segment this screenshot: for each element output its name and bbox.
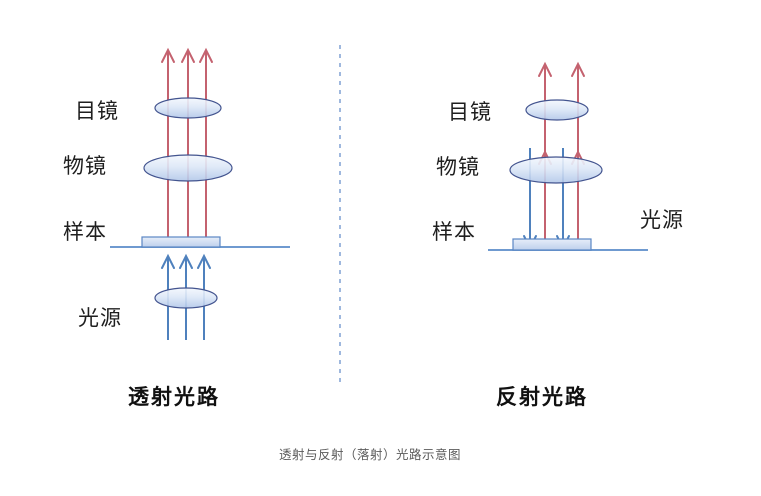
figure-caption: 透射与反射（落射）光路示意图 — [279, 448, 462, 462]
arrowhead-red-2 — [181, 47, 195, 63]
label-light-source-right: 光源 — [640, 209, 684, 232]
arrowhead-red-3 — [199, 47, 213, 63]
lens-eyepiece-right — [525, 99, 589, 121]
arrowhead-blue-1 — [161, 253, 175, 269]
label-sample-right: 样本 — [432, 221, 476, 244]
lens-condenser-left — [154, 287, 218, 309]
transmitted-red-arrowheads — [161, 47, 213, 63]
arrowhead-red-top-1 — [538, 61, 552, 77]
transmitted-blue-arrowheads — [161, 253, 211, 269]
arrowhead-blue-2 — [179, 253, 193, 269]
label-sample-left: 样本 — [63, 221, 107, 244]
lens-objective-left — [143, 154, 233, 182]
label-light-source-left: 光源 — [78, 307, 122, 330]
label-eyepiece-left: 目镜 — [75, 100, 119, 123]
arrowhead-blue-3 — [197, 253, 211, 269]
panel-reflected — [488, 61, 648, 251]
label-objective-left: 物镜 — [63, 155, 107, 178]
lens-eyepiece-left — [154, 97, 222, 119]
panel-transmitted — [110, 47, 290, 340]
arrowhead-red-1 — [161, 47, 175, 63]
sample-slide-right — [512, 238, 592, 251]
label-eyepiece-right: 目镜 — [448, 101, 492, 124]
panel-title-transmitted: 透射光路 — [128, 386, 220, 409]
transmitted-red-rays-up — [167, 52, 207, 244]
arrowhead-red-top-2 — [571, 61, 585, 77]
reflected-red-arrowheads-top — [538, 61, 585, 77]
label-objective-right: 物镜 — [436, 156, 480, 179]
sample-slide-left — [141, 236, 221, 248]
lens-objective-right — [509, 156, 603, 184]
panel-title-reflected: 反射光路 — [496, 386, 588, 409]
